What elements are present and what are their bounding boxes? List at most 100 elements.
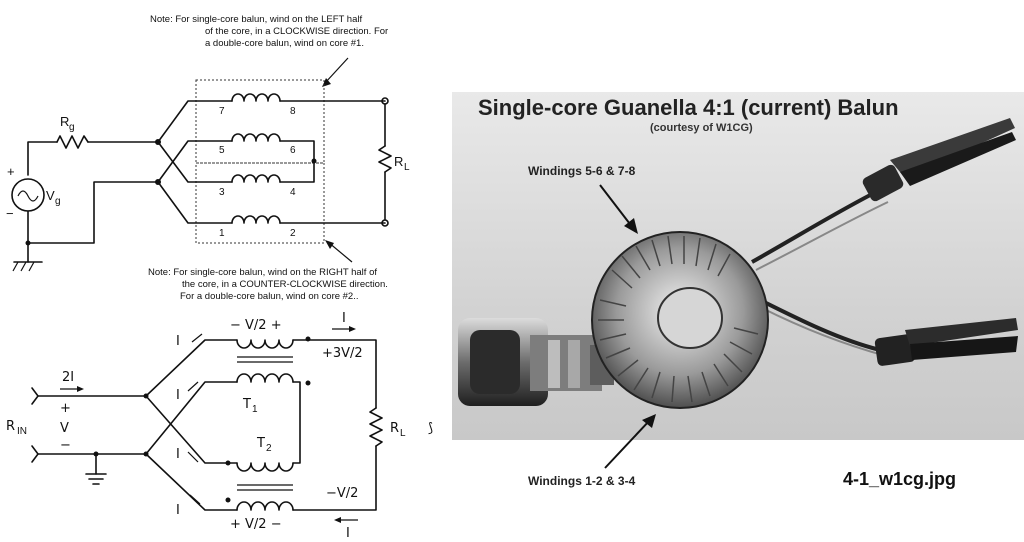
pin-4: 4: [290, 187, 296, 198]
top-note-line-1: Note: For single-core balun, wind on the…: [150, 14, 362, 25]
label-windings-top: Windings 5-6 & 7-8: [528, 164, 636, 178]
vg-minus: −: [6, 206, 14, 221]
photo-title: Single-core Guanella 4:1 (current) Balun: [478, 95, 899, 120]
bfan-lower: [145, 395, 238, 464]
rg-label: R: [60, 114, 69, 129]
vg-label: V: [46, 188, 55, 203]
coil-5-6: [231, 133, 281, 142]
photo-subtitle: (courtesy of W1CG): [650, 122, 753, 134]
clip-lower: [874, 318, 1018, 366]
arrowhead-windings-bottom: [642, 414, 656, 428]
top-note-line-3: a double-core balun, wind on core #1.: [205, 38, 364, 49]
label-windings-bottom: Windings 1-2 & 3-4: [528, 474, 636, 488]
top-note-line-2: of the core, in a CLOCKWISE direction. F…: [205, 26, 388, 37]
vg-plus: +: [7, 164, 15, 179]
branch-arrow-1: [191, 333, 203, 343]
rin-sub: IN: [17, 426, 27, 437]
pin-6: 6: [290, 145, 296, 156]
input-minus: −: [60, 438, 71, 453]
input-current-label: 2I: [62, 370, 74, 385]
t2-dot-bottom: [225, 497, 231, 503]
pin-5: 5: [219, 145, 225, 156]
fan-wire-7: [157, 100, 233, 143]
pin-7: 7: [219, 106, 225, 117]
bfan-upper: [145, 381, 238, 455]
t2-primary-coil: [236, 462, 294, 472]
photo-filename: 4-1_w1cg.jpg: [843, 469, 956, 489]
toroid-windings: [598, 235, 759, 403]
ground-hatch-2: [20, 261, 27, 272]
lead-lower: [759, 298, 881, 352]
vg-sine: [17, 190, 39, 202]
t2-secondary-coil: [236, 501, 294, 511]
rl-sub: L: [404, 162, 410, 173]
source-bottom-wire: [27, 181, 159, 244]
rl2-resistor: [369, 407, 383, 447]
branch-current-1: I: [176, 334, 180, 349]
rl2-label: R: [390, 421, 399, 436]
pin-1: 1: [219, 228, 225, 239]
toroid-hole: [657, 287, 723, 349]
t2-dot-top: [225, 460, 231, 466]
output-bottom-wire: [292, 445, 377, 511]
vg-sub: g: [55, 196, 61, 207]
fan-wire-5: [157, 140, 233, 183]
coil-3-4: [231, 174, 281, 183]
input-terminal-top: [31, 387, 39, 405]
rin-label: R: [6, 419, 15, 434]
top-coil-voltage: − V/2 +: [230, 318, 282, 333]
top-current-label: I: [342, 311, 346, 326]
pin-8: 8: [290, 106, 296, 117]
pin-2: 2: [290, 228, 296, 239]
bottom-note-line-1: Note: For single-core balun, wind on the…: [148, 267, 377, 278]
fan-wire-1: [157, 181, 233, 224]
input-terminal-bottom: [31, 445, 39, 463]
pin-3: 3: [219, 187, 225, 198]
bottom-coil-voltage: + V/2 −: [230, 517, 282, 532]
core-box-1: [195, 79, 325, 164]
arrow-windings-bottom: [604, 419, 651, 469]
branch-current-3: I: [176, 447, 180, 462]
t1-primary-coil: [236, 339, 294, 349]
t2-label: T: [256, 436, 265, 451]
bottom-current-arrowhead: [334, 517, 341, 523]
lead-upper-2: [755, 201, 889, 271]
branch-current-4: I: [176, 503, 180, 518]
stray-mark: ⟆: [428, 421, 433, 436]
rg-resistor: [56, 135, 89, 149]
input-current-arrowhead: [77, 386, 84, 392]
top-note-arrowhead: [322, 78, 331, 87]
rl-label: R: [394, 154, 403, 169]
arrow-windings-top: [599, 184, 634, 229]
lead-upper: [751, 188, 881, 264]
source-top-wire: [27, 141, 58, 176]
branch-arrow-3: [187, 451, 199, 463]
out-wire-6: [279, 140, 315, 162]
out-wire-4: [279, 160, 315, 183]
top-schematic: Note: For single-core balun, wind on the…: [6, 14, 410, 302]
input-v: V: [60, 421, 69, 436]
lead-lower-2: [761, 307, 887, 357]
t2-sub: 2: [266, 443, 272, 454]
clip-upper: [862, 118, 1016, 202]
bottom-note-line-3: For a double-core balun, wind on core #2…: [180, 291, 359, 302]
t1-sub: 1: [252, 404, 258, 415]
center-link: [292, 381, 301, 464]
t1-label: T: [242, 397, 251, 412]
top-note-arrow: [324, 57, 349, 84]
branch-current-2: I: [176, 388, 180, 403]
rl2-sub: L: [400, 428, 406, 439]
ground-hatch-1: [12, 261, 19, 272]
branch-arrow-4: [189, 494, 201, 505]
core-box-2: [195, 162, 325, 244]
branch-arrow-2: [187, 381, 199, 392]
coil-1-2: [231, 215, 281, 224]
rl-resistor: [378, 145, 392, 173]
fan-wire-3: [157, 141, 233, 183]
bottom-note-line-2: the core, in a COUNTER-CLOCKWISE directi…: [182, 279, 388, 290]
center-tap-dot: [311, 158, 317, 164]
arrowhead-windings-top: [624, 218, 638, 234]
top-current-arrowhead: [349, 326, 356, 332]
out-top-voltage: +3V/2: [322, 346, 363, 361]
